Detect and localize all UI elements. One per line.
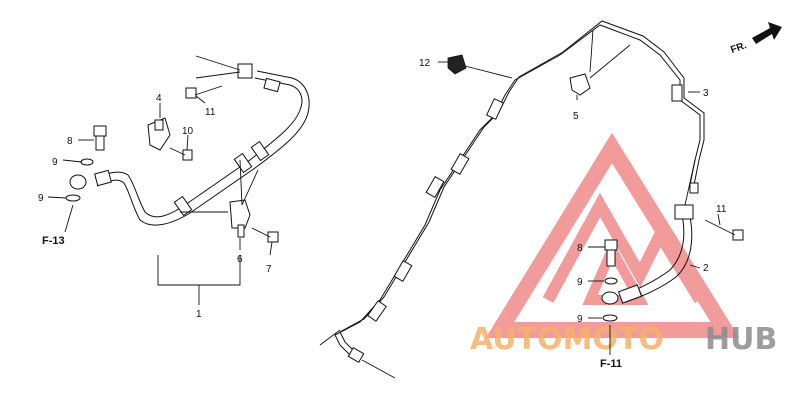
callout-8-right: 8 xyxy=(577,243,583,254)
callout-4: 4 xyxy=(156,93,162,104)
clip-part-6 xyxy=(229,199,251,238)
right-brake-line-assembly xyxy=(319,20,744,379)
line-end-fitting xyxy=(347,346,365,364)
flare-nut xyxy=(689,182,699,194)
bolt-part-7 xyxy=(251,227,279,243)
bolt-part-11-left xyxy=(185,85,223,99)
watermark-text-automoto: AUTOMOTO xyxy=(470,322,664,357)
washer-part-9-left-a xyxy=(80,158,94,166)
callout-11-right: 11 xyxy=(716,204,727,215)
right-hose-lower-fitting xyxy=(617,284,643,304)
line-sleeve xyxy=(671,84,683,102)
callout-2: 2 xyxy=(703,263,709,274)
callout-8-left: 8 xyxy=(67,136,73,147)
fr-arrow-icon xyxy=(752,22,782,44)
callout-11-left: 11 xyxy=(205,107,216,118)
hose-band xyxy=(173,195,193,217)
callout-5: 5 xyxy=(573,111,579,122)
callout-1: 1 xyxy=(196,309,202,320)
bolt-part-11-right xyxy=(704,219,744,241)
line-sleeve xyxy=(367,300,387,322)
callout-7: 7 xyxy=(266,264,272,275)
hose-band xyxy=(263,77,281,93)
right-hose-upper-fitting xyxy=(674,204,694,220)
bolt-part-10 xyxy=(169,147,193,161)
callout-12: 12 xyxy=(419,58,431,69)
banjo-fitting-right xyxy=(601,291,619,305)
fr-label: FR. xyxy=(729,40,748,56)
hose-band xyxy=(250,140,270,162)
line-sleeve xyxy=(393,260,413,282)
watermark-text-hub: HUB xyxy=(705,322,777,357)
callout-9-left-b: 9 xyxy=(38,193,44,204)
line-sleeve xyxy=(425,176,445,198)
washer-part-9-left-b xyxy=(65,194,81,202)
bolt-part-8-right xyxy=(604,239,618,267)
clip-part-12 xyxy=(447,54,513,79)
bolt-part-8-left xyxy=(93,125,107,151)
hose-band xyxy=(233,152,253,174)
washer-part-9-right-a xyxy=(604,277,618,285)
line-sleeve xyxy=(450,153,470,175)
callout-10: 10 xyxy=(182,126,194,137)
lower-hose-fitting xyxy=(94,169,112,187)
upper-hose-fitting xyxy=(237,63,253,79)
front-direction-indicator: FR. xyxy=(729,22,782,56)
ref-f11: F-11 xyxy=(600,358,622,370)
banjo-fitting-left xyxy=(69,174,87,190)
left-hose-assembly xyxy=(47,55,310,305)
watermark-text: AUTOMOTO HUB xyxy=(470,322,777,357)
callout-9-right-a: 9 xyxy=(577,277,583,288)
bracket-part-4 xyxy=(147,117,171,151)
ref-f13: F-13 xyxy=(42,235,65,247)
line-sleeve xyxy=(486,98,504,120)
washer-part-9-right-b xyxy=(602,314,618,322)
callout-9-right-b: 9 xyxy=(577,314,583,325)
clip-part-5 xyxy=(569,44,631,96)
callout-9-left-a: 9 xyxy=(52,157,58,168)
callout-3: 3 xyxy=(703,88,709,99)
callout-6: 6 xyxy=(237,254,243,265)
